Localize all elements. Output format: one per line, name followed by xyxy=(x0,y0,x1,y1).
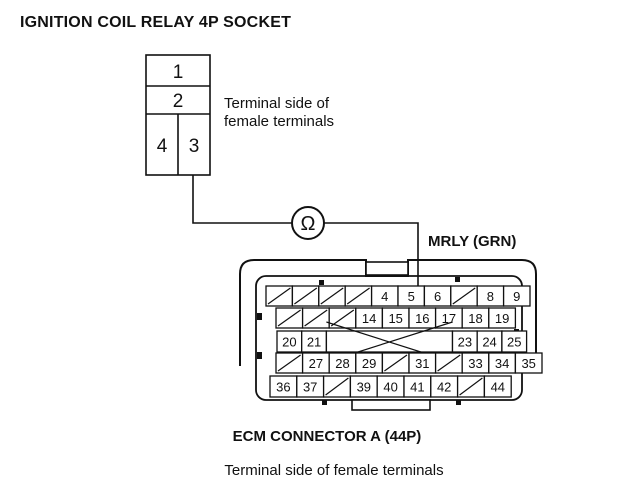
ecm-terminal-label-20: 20 xyxy=(282,335,296,350)
relay-socket-note-line2: female terminals xyxy=(224,113,335,130)
ecm-terminal-label-44: 44 xyxy=(491,380,505,395)
ohm-symbol: Ω xyxy=(301,213,316,235)
ecm-terminal-label-15: 15 xyxy=(388,311,402,326)
ecm-empty-slash xyxy=(459,377,483,396)
ecm-terminal-label-16: 16 xyxy=(415,311,429,326)
ecm-terminal-label-41: 41 xyxy=(410,380,424,395)
ecm-terminal-label-24: 24 xyxy=(482,335,496,350)
ecm-empty-slash xyxy=(320,287,344,305)
relay-socket: 1 2 4 3 xyxy=(145,54,211,176)
ecm-empty-slash xyxy=(304,309,328,327)
ecm-empty-slash xyxy=(384,354,408,372)
ecm-empty-slash xyxy=(346,287,370,305)
ecm-terminal-label-37: 37 xyxy=(303,380,317,395)
ecm-terminal-label-36: 36 xyxy=(276,380,290,395)
ecm-terminal-44 xyxy=(483,375,512,398)
ecm-terminal-label-35: 35 xyxy=(521,356,535,371)
ecm-terminal-label-23: 23 xyxy=(458,335,472,350)
ecm-terminal-label-27: 27 xyxy=(309,356,323,371)
ohmmeter-icon: Ω xyxy=(291,206,325,240)
ecm-empty-slash xyxy=(277,309,301,327)
ecm-terminal-label-39: 39 xyxy=(357,380,371,395)
ecm-pin-marker-2 xyxy=(455,277,460,282)
ecm-connector-title: ECM CONNECTOR A (44P) xyxy=(232,428,422,445)
relay-terminal-1: 1 xyxy=(173,62,184,83)
ecm-terminal-label-4: 4 xyxy=(381,289,388,304)
ecm-pin-marker-3 xyxy=(322,400,327,405)
ecm-terminal-label-9: 9 xyxy=(513,289,520,304)
ecm-terminal-label-5: 5 xyxy=(408,289,415,304)
ecm-lock-tab xyxy=(365,261,409,276)
ecm-empty-slash xyxy=(437,354,461,372)
relay-terminal-2: 2 xyxy=(173,91,184,112)
ecm-terminal-label-8: 8 xyxy=(487,289,494,304)
ecm-terminal-35 xyxy=(514,352,543,374)
ecm-connector xyxy=(239,259,537,411)
ecm-empty-slash xyxy=(277,354,301,372)
ecm-terminal-9 xyxy=(502,285,531,307)
relay-socket-title: IGNITION COIL RELAY 4P SOCKET xyxy=(20,14,292,31)
ecm-empty-slash xyxy=(267,287,291,305)
ecm-terminal-label-18: 18 xyxy=(468,311,482,326)
relay-terminal-4: 4 xyxy=(157,136,168,157)
ecm-terminal-19 xyxy=(488,307,517,329)
ecm-terminal-label-25: 25 xyxy=(507,335,521,350)
relay-socket-note: Terminal side of female terminals xyxy=(224,95,424,131)
ecm-terminal-label-21: 21 xyxy=(307,335,321,350)
ecm-terminal-label-19: 19 xyxy=(495,311,509,326)
ecm-terminal-label-14: 14 xyxy=(362,311,376,326)
ecm-empty-slash xyxy=(294,287,318,305)
ecm-terminal-label-42: 42 xyxy=(437,380,451,395)
ecm-side-marker-1 xyxy=(257,313,262,320)
test-lead-relay xyxy=(192,175,292,224)
ecm-terminal-25 xyxy=(501,330,528,353)
relay-socket-note-line1: Terminal side of xyxy=(224,95,330,112)
ecm-terminal-label-34: 34 xyxy=(495,356,509,371)
ecm-terminal-label-29: 29 xyxy=(362,356,376,371)
ecm-terminal-label-6: 6 xyxy=(434,289,441,304)
ecm-empty-slash xyxy=(452,287,476,305)
ecm-side-marker-3 xyxy=(257,352,262,359)
mrly-wire-label: MRLY (GRN) xyxy=(428,233,517,250)
ecm-pin-marker-1 xyxy=(319,280,324,285)
ecm-empty-slash xyxy=(325,377,349,396)
ecm-bottom-key xyxy=(351,399,431,411)
ecm-terminal-label-40: 40 xyxy=(383,380,397,395)
ecm-connector-note: Terminal side of female terminals xyxy=(224,462,444,479)
ecm-terminal-label-33: 33 xyxy=(468,356,482,371)
ecm-terminal-label-31: 31 xyxy=(415,356,429,371)
ecm-empty-slash xyxy=(330,309,355,327)
relay-terminal-3: 3 xyxy=(189,136,200,157)
ecm-pin-marker-4 xyxy=(456,400,461,405)
ecm-terminal-label-28: 28 xyxy=(335,356,349,371)
test-lead-ecm xyxy=(324,222,419,296)
